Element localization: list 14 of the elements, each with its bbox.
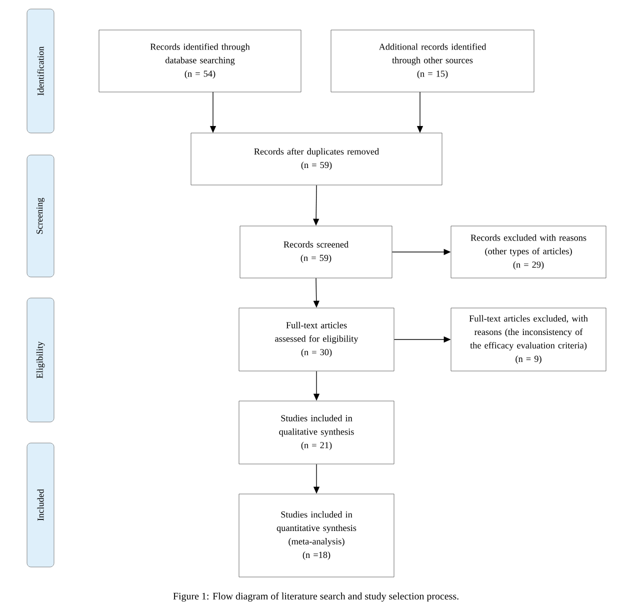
process-box: Records after duplicates removed (n = 59) bbox=[190, 132, 442, 186]
process-box: Records identified through database searching (n = 54) bbox=[98, 30, 302, 92]
phase-label: Identification bbox=[26, 8, 54, 134]
phase-label: Eligibility bbox=[26, 298, 54, 422]
caption: Figure 1: Flow diagram of literature search and study selection process. bbox=[173, 592, 458, 602]
process-box: Additional records identified through other sources (n = 15) bbox=[330, 30, 534, 92]
process-box: Full-text articles assessed for eligibility (n = 30) bbox=[238, 308, 394, 372]
process-box: Records screened (n = 59) bbox=[240, 226, 392, 278]
process-box: Records excluded with reasons (other types of articles) (n = 29) bbox=[450, 226, 606, 278]
phase-label: Included bbox=[26, 442, 54, 568]
process-box: Studies included in quantitative synthesis (meta-analysis) (n =18) bbox=[238, 494, 394, 578]
process-box: Studies included in qualitative synthesis (n = 21) bbox=[238, 400, 394, 464]
phase-label: Screening bbox=[26, 154, 54, 278]
process-box: Full-text articles excluded, with reasons (the inconsistency of the efficacy evaluation criteria) (n = 9) bbox=[450, 308, 606, 372]
